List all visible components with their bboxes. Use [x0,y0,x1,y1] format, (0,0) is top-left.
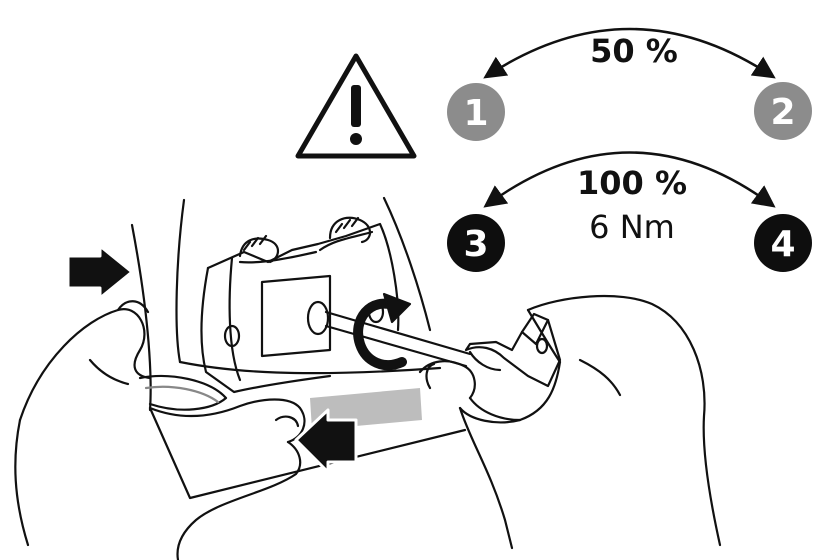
push-arrow-icon [294,408,358,474]
torque-second-pass-label: 100 % [577,164,687,202]
clamp-foot [138,216,472,411]
roof-rail [130,223,152,412]
product-illustration [14,196,722,560]
torque-value-label: 6 Nm [589,208,675,246]
rotate-arrow-icon [353,292,412,371]
right-hand [418,294,722,550]
step-badge-3: 3 [447,214,505,272]
push-arrow-icon [66,244,134,300]
left-hand [14,300,306,560]
step-number: 2 [770,92,795,133]
warning-triangle-icon [295,53,417,159]
step-badge-1: 1 [447,83,505,141]
step-badge-2: 2 [754,82,812,140]
double-headed-arc-arrow-icon [483,27,776,79]
step-badge-4: 4 [754,214,812,272]
step-number: 3 [463,224,488,265]
step-number: 4 [770,224,795,265]
torque-first-pass-label: 50 % [590,32,678,70]
step-number: 1 [463,93,488,134]
double-headed-arc-arrow-icon [483,151,776,208]
allen-key [464,312,562,388]
